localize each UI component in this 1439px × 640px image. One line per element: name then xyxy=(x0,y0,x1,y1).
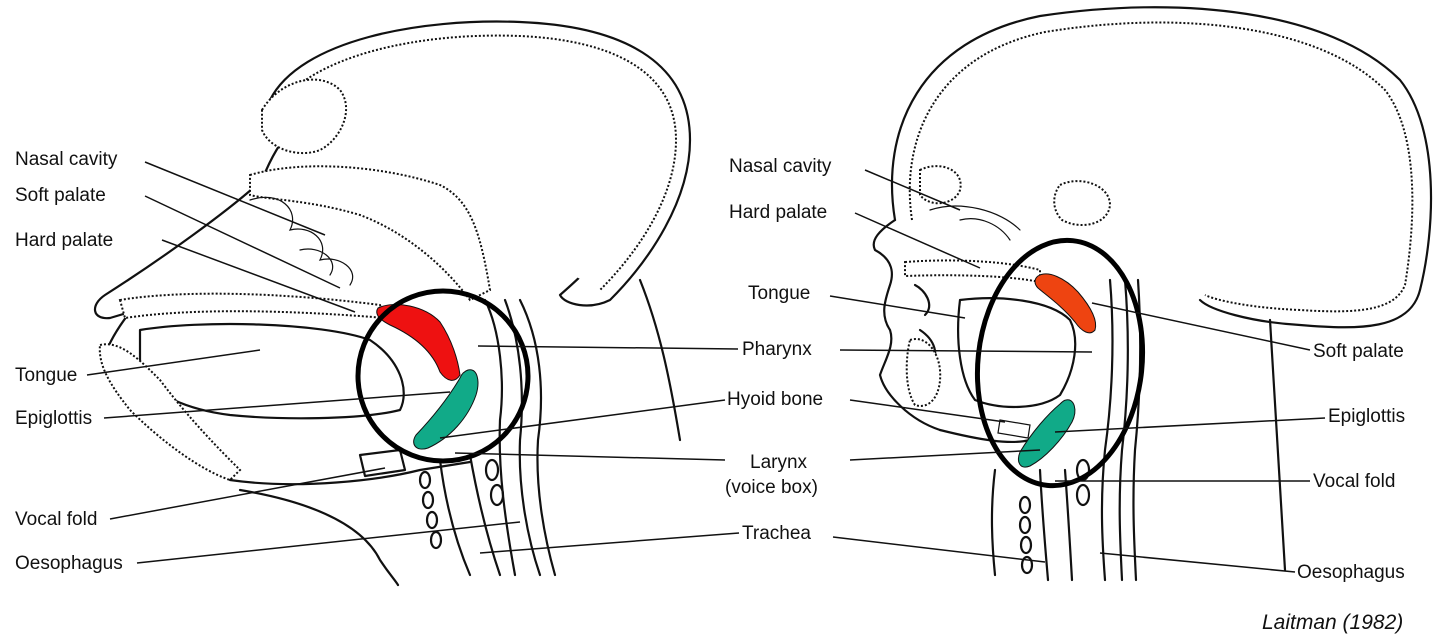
right-epiglottis-highlight xyxy=(1018,400,1074,467)
left-label-soft-palate: Soft palate xyxy=(15,185,106,206)
right-label-tongue: Tongue xyxy=(748,283,810,304)
left-label-nasal-cavity: Nasal cavity xyxy=(15,149,118,170)
left-mandible xyxy=(100,344,240,480)
right-head-drawing xyxy=(874,7,1431,580)
right-soft-palate-highlight xyxy=(1035,274,1096,333)
left-label-tongue: Tongue xyxy=(15,365,77,386)
left-head-drawing xyxy=(95,22,690,585)
left-label-vocal-fold: Vocal fold xyxy=(15,509,97,530)
center-label-voice-box: (voice box) xyxy=(725,477,818,498)
right-label-epiglottis: Epiglottis xyxy=(1328,406,1405,427)
citation-caption: Laitman (1982) xyxy=(1262,611,1403,634)
right-hyoid-drawing xyxy=(998,420,1030,438)
left-label-epiglottis: Epiglottis xyxy=(15,408,92,429)
left-trachea-rings xyxy=(420,460,503,548)
left-jaw-outline xyxy=(230,462,470,484)
right-tongue-outline xyxy=(958,298,1075,407)
right-label-hard-palate: Hard palate xyxy=(729,202,827,223)
center-label-hyoid-bone: Hyoid bone xyxy=(727,389,823,410)
right-label-vocal-fold: Vocal fold xyxy=(1313,471,1395,492)
left-label-hard-palate: Hard palate xyxy=(15,230,113,251)
left-neck-back xyxy=(640,280,680,440)
left-hard-palate-bone xyxy=(120,294,385,318)
left-soft-palate-highlight xyxy=(377,304,460,380)
right-neck-back xyxy=(1270,320,1285,570)
right-frontal-sinus xyxy=(920,166,961,203)
left-label-oesophagus: Oesophagus xyxy=(15,553,123,574)
left-spine-back xyxy=(520,300,555,575)
center-label-pharynx: Pharynx xyxy=(742,339,812,360)
center-label-trachea: Trachea xyxy=(742,523,811,544)
center-label-larynx: Larynx xyxy=(750,452,808,473)
right-label-nasal-cavity: Nasal cavity xyxy=(729,156,832,177)
left-trachea-walls xyxy=(440,455,500,575)
right-label-oesophagus: Oesophagus xyxy=(1297,562,1405,583)
right-label-soft-palate: Soft palate xyxy=(1313,341,1404,362)
right-neck-front xyxy=(992,470,995,575)
